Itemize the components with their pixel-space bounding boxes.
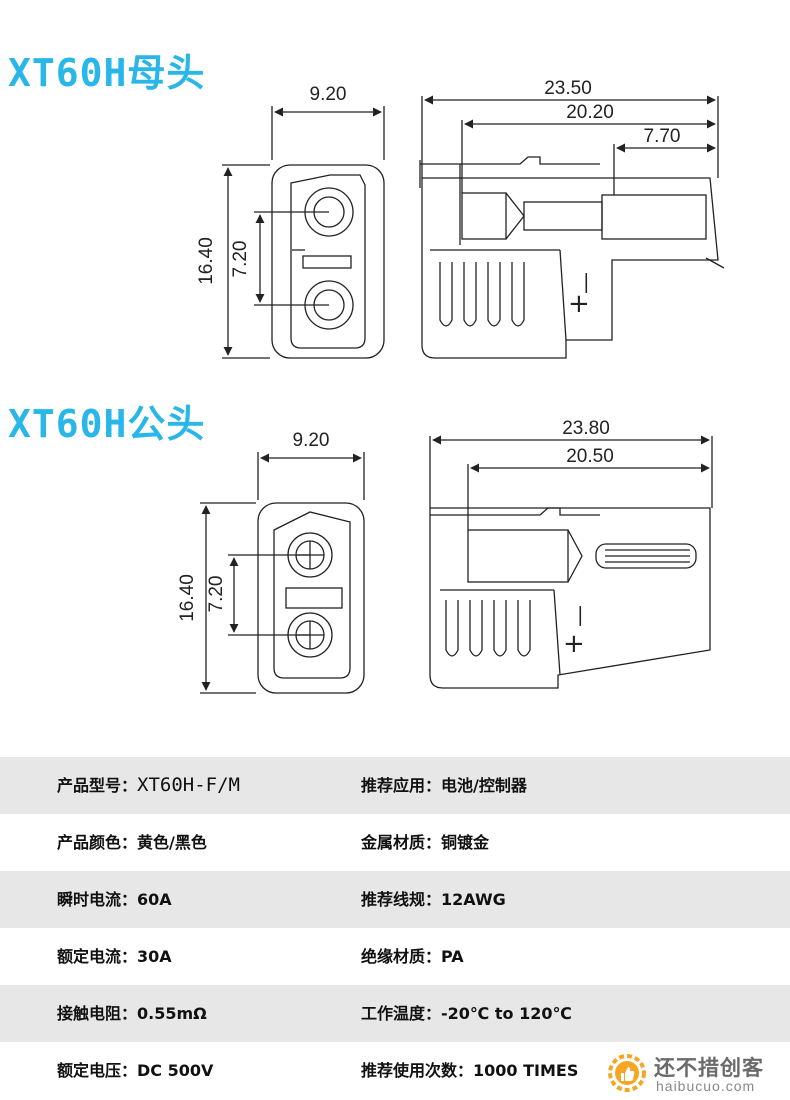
spec-cell-peak-current: 瞬时电流：60A: [57, 871, 172, 928]
polarity-minus-mark: —: [568, 605, 593, 627]
spec-row: 产品型号：XT60H-F/M 推荐应用：电池/控制器: [0, 757, 790, 814]
dim-length2: 20.20: [566, 102, 614, 123]
spec-value: XT60H-F/M: [137, 774, 240, 796]
dim-length: 23.80: [562, 418, 610, 439]
polarity-minus-mark: —: [574, 272, 599, 294]
spec-label: 推荐线规：: [361, 890, 442, 909]
spec-value: DC 500V: [137, 1061, 214, 1080]
polarity-plus-mark: +: [568, 289, 590, 319]
female-front-view: [271, 164, 385, 359]
spec-cell-insulation: 绝缘材质：PA: [361, 928, 464, 985]
female-front-dimensions: [222, 106, 385, 359]
watermark: 还不措创客 haibucuo.com: [602, 1046, 790, 1100]
spec-value: PA: [441, 947, 464, 966]
spec-label: 金属材质：: [361, 833, 442, 852]
spec-value: -20℃ to 120℃: [441, 1004, 572, 1023]
spec-label: 额定电压：: [57, 1061, 138, 1080]
female-side-view: [419, 156, 725, 359]
thumbs-up-gear-icon: [608, 1054, 646, 1092]
female-connector-drawing: 9.20 16.40 7.20 — + 23.50 20.20 7.70: [196, 78, 725, 359]
dim-height: 16.40: [177, 574, 198, 622]
male-front-view: [257, 502, 365, 694]
watermark-url: haibucuo.com: [656, 1078, 756, 1094]
spec-row: 额定电流：30A 绝缘材质：PA: [0, 928, 790, 985]
spec-value: 铜镀金: [441, 833, 490, 852]
spec-cell-cycles: 推荐使用次数：1000 TIMES: [361, 1042, 578, 1099]
spec-label: 推荐应用：: [361, 776, 442, 795]
spec-value: 60A: [137, 890, 172, 909]
spec-row: 产品颜色：黄色/黑色 金属材质：铜镀金: [0, 814, 790, 871]
watermark-name: 还不措创客: [654, 1056, 764, 1080]
spec-label: 额定电流：: [57, 947, 138, 966]
spec-cell-color: 产品颜色：黄色/黑色: [57, 814, 207, 871]
spec-row: 额定电压：DC 500V 推荐使用次数：1000 TIMES: [0, 1042, 790, 1099]
spec-table: 产品型号：XT60H-F/M 推荐应用：电池/控制器 产品颜色：黄色/黑色 金属…: [0, 757, 790, 1099]
spec-cell-wire-gauge: 推荐线规：12AWG: [361, 871, 506, 928]
spec-value: 12AWG: [441, 890, 506, 909]
spec-cell-resistance: 接触电阻：0.55mΩ: [57, 985, 207, 1042]
spec-cell-temperature: 工作温度：-20℃ to 120℃: [361, 985, 572, 1042]
male-connector-drawing: 9.20 16.40 7.20 — + 23.80 20.50: [177, 418, 713, 694]
spec-row: 接触电阻：0.55mΩ 工作温度：-20℃ to 120℃: [0, 985, 790, 1042]
spec-label: 绝缘材质：: [361, 947, 442, 966]
spec-value: 黄色/黑色: [137, 833, 207, 852]
spec-cell-model: 产品型号：XT60H-F/M: [57, 757, 240, 814]
dim-height: 16.40: [196, 237, 217, 285]
spec-value: 0.55mΩ: [137, 1004, 207, 1023]
dim-pitch: 7.20: [206, 576, 227, 613]
female-side-dimensions: [421, 95, 719, 195]
polarity-plus-mark: +: [563, 629, 585, 659]
spec-cell-voltage: 额定电压：DC 500V: [57, 1042, 213, 1099]
spec-label: 瞬时电流：: [57, 890, 138, 909]
section-title-male: XT60H公头: [8, 402, 206, 446]
dim-width: 9.20: [310, 84, 347, 105]
section-title-female: XT60H母头: [8, 51, 206, 95]
spec-value: 30A: [137, 947, 172, 966]
spec-value: 电池/控制器: [441, 776, 527, 795]
spec-cell-metal: 金属材质：铜镀金: [361, 814, 489, 871]
dim-length2: 20.50: [566, 446, 614, 467]
spec-row: 瞬时电流：60A 推荐线规：12AWG: [0, 871, 790, 928]
spec-label: 工作温度：: [361, 1004, 442, 1023]
spec-cell-application: 推荐应用：电池/控制器: [361, 757, 527, 814]
dim-pitch: 7.20: [230, 241, 251, 278]
dim-width: 9.20: [293, 430, 330, 451]
male-side-view: [429, 507, 711, 689]
dim-pin: 7.70: [644, 126, 681, 147]
spec-label: 产品颜色：: [57, 833, 138, 852]
male-side-dimensions: [429, 435, 713, 530]
spec-label: 推荐使用次数：: [361, 1061, 474, 1080]
male-front-dimensions: [200, 452, 365, 694]
spec-label: 产品型号：: [57, 776, 138, 795]
spec-label: 接触电阻：: [57, 1004, 138, 1023]
dim-length: 23.50: [544, 78, 592, 99]
spec-cell-rated-current: 额定电流：30A: [57, 928, 172, 985]
spec-value: 1000 TIMES: [473, 1061, 579, 1080]
